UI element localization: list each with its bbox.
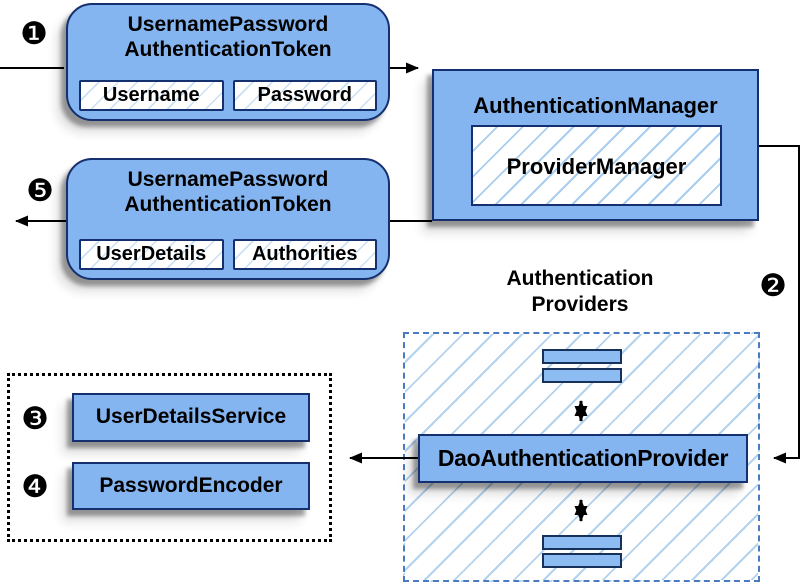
provider-placeholder-bottom-1 — [542, 535, 622, 550]
provider-placeholder-bottom-2 — [542, 553, 622, 568]
authorities-field-box: Authorities — [232, 239, 377, 270]
providers-heading-line2: Providers — [531, 293, 629, 316]
provider-manager-box: ProviderManager — [471, 125, 722, 206]
step-3-badge: ❸ — [21, 401, 49, 436]
password-encoder-box: PasswordEncoder — [72, 462, 310, 510]
request-token-title-line1: UsernamePassword — [127, 13, 329, 36]
result-token-title-line1: UsernamePassword — [127, 168, 329, 191]
user-details-service-box: UserDetailsService — [72, 393, 310, 442]
step-5-badge: ❺ — [26, 173, 54, 208]
dao-authentication-provider-label: DaoAuthenticationProvider — [437, 445, 729, 471]
providers-heading: Authentication Providers — [450, 266, 710, 318]
authentication-manager-title: AuthenticationManager — [473, 93, 718, 118]
request-token-title-line2: AuthenticationToken — [124, 38, 332, 61]
result-token-title-line2: AuthenticationToken — [124, 193, 332, 216]
user-details-service-label: UserDetailsService — [95, 405, 287, 428]
dao-authentication-provider-box: DaoAuthenticationProvider — [418, 434, 748, 483]
password-encoder-label: PasswordEncoder — [99, 474, 283, 497]
userdetails-field-box: UserDetails — [79, 239, 224, 270]
request-token-title: UsernamePassword AuthenticationToken — [68, 5, 388, 62]
provider-placeholder-top-2 — [542, 368, 622, 383]
request-token-fields: Username Password — [79, 80, 377, 111]
authentication-manager-box: AuthenticationManager ProviderManager — [432, 69, 759, 221]
step-2-badge: ❷ — [759, 268, 787, 303]
step-4-badge: ❹ — [21, 469, 49, 504]
result-token-box: UsernamePassword AuthenticationToken Use… — [66, 158, 390, 280]
provider-placeholder-top-1 — [542, 349, 622, 364]
providers-heading-line1: Authentication — [506, 267, 654, 290]
request-token-box: UsernamePassword AuthenticationToken Use… — [66, 3, 390, 121]
provider-manager-label: ProviderManager — [506, 154, 687, 179]
username-field-box: Username — [79, 80, 224, 111]
step-1-badge: ❶ — [20, 16, 48, 51]
result-token-title: UsernamePassword AuthenticationToken — [68, 160, 388, 217]
result-token-fields: UserDetails Authorities — [79, 239, 377, 270]
password-field-box: Password — [232, 80, 377, 111]
